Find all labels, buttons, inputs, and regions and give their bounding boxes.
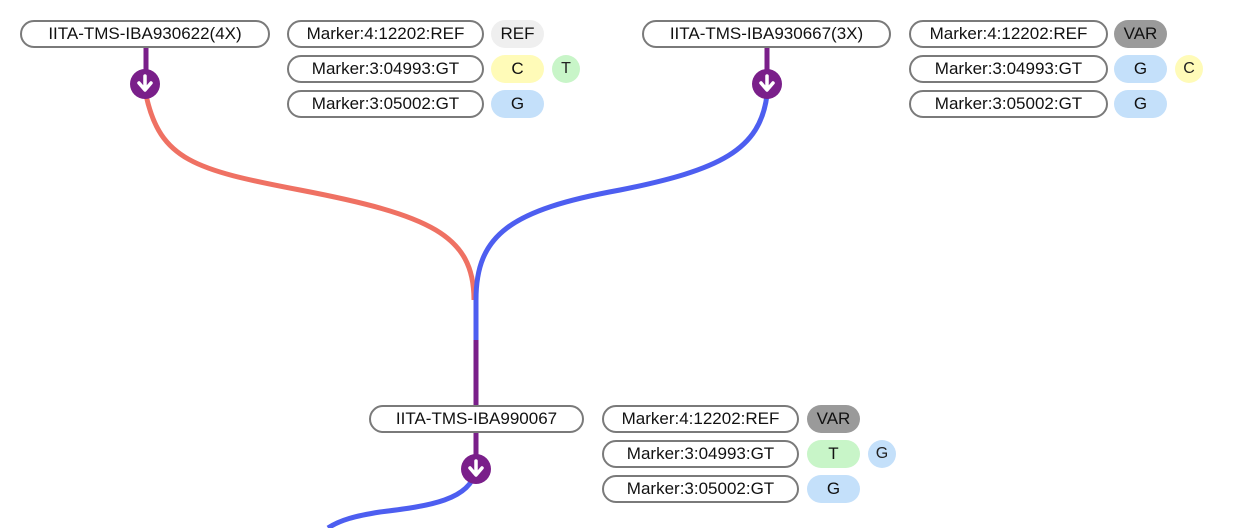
allele-chip: G <box>1114 55 1167 83</box>
marker-label[interactable]: Marker:3:04993:GT <box>287 55 484 83</box>
arrow-down-circle-icon[interactable] <box>130 69 160 99</box>
allele-chip: G <box>491 90 544 118</box>
allele-chip: T <box>807 440 860 468</box>
allele-chip: G <box>807 475 860 503</box>
var-badge: VAR <box>1114 20 1167 48</box>
pedigree-link <box>473 94 770 340</box>
allele-dot: T <box>552 55 580 83</box>
node-name-pill[interactable]: IITA-TMS-IBA930622(4X) <box>20 20 270 48</box>
marker-label[interactable]: Marker:3:05002:GT <box>287 90 484 118</box>
allele-chip: C <box>491 55 544 83</box>
arrow-down-circle-icon[interactable] <box>461 454 491 484</box>
marker-label[interactable]: Marker:3:04993:GT <box>602 440 799 468</box>
marker-label[interactable]: Marker:3:05002:GT <box>909 90 1108 118</box>
marker-label[interactable]: Marker:4:12202:REF <box>909 20 1108 48</box>
arrow-down-circle-icon[interactable] <box>752 69 782 99</box>
node-name-pill[interactable]: IITA-TMS-IBA990067 <box>369 405 584 433</box>
ref-badge: REF <box>491 20 544 48</box>
var-badge: VAR <box>807 405 860 433</box>
marker-label[interactable]: Marker:4:12202:REF <box>602 405 799 433</box>
pedigree-link <box>143 94 477 301</box>
allele-chip: G <box>1114 90 1167 118</box>
allele-dot: C <box>1175 55 1203 83</box>
marker-label[interactable]: Marker:4:12202:REF <box>287 20 484 48</box>
allele-dot: G <box>868 440 896 468</box>
marker-label[interactable]: Marker:3:04993:GT <box>909 55 1108 83</box>
pedigree-link <box>326 469 479 528</box>
node-name-pill[interactable]: IITA-TMS-IBA930667(3X) <box>642 20 891 48</box>
marker-label[interactable]: Marker:3:05002:GT <box>602 475 799 503</box>
